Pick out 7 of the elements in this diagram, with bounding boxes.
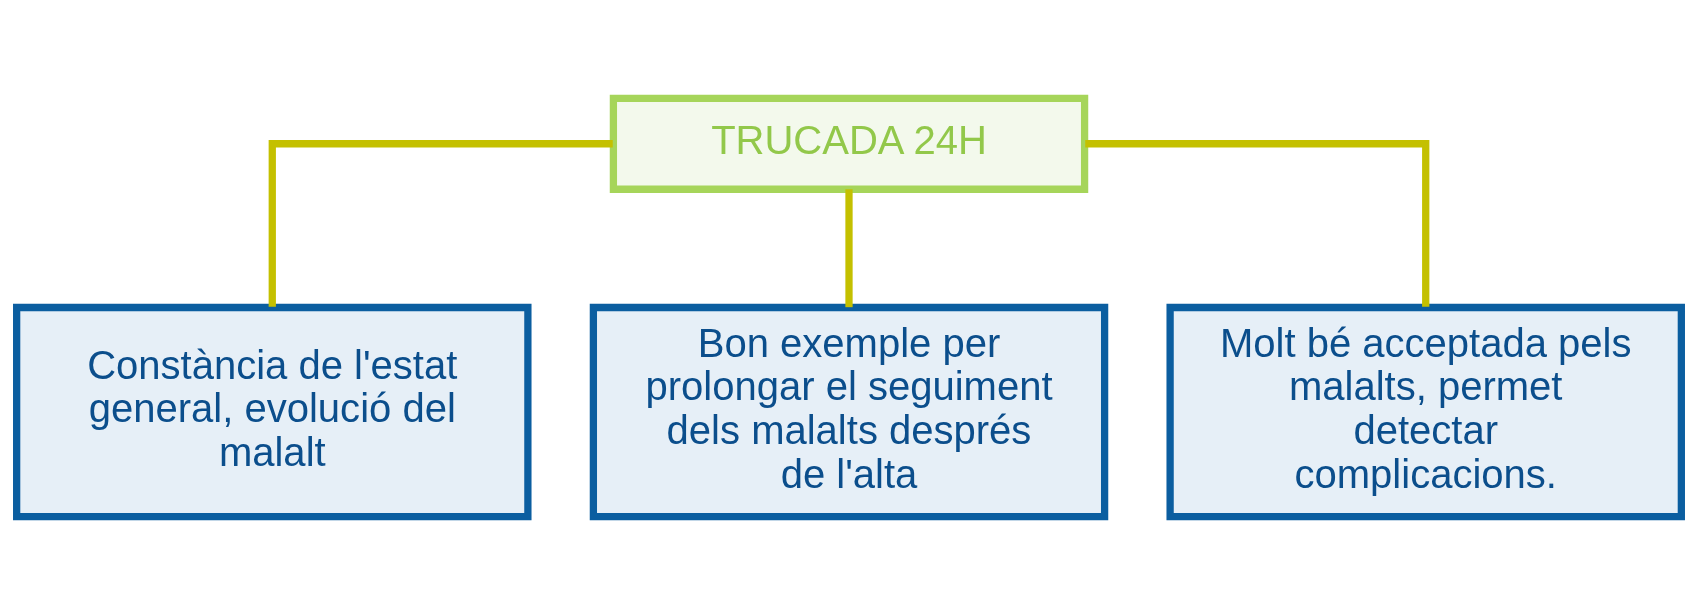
connector: [1085, 140, 1430, 307]
connector: [845, 189, 853, 308]
node-box: Bon exemple per prolongar el seguiment dels malalts després de l'alta: [589, 303, 1109, 521]
node-box: Constància de l'estat general, evolució del malalt: [13, 303, 532, 521]
node-box: Molt bé acceptada pels malalts, permet detectar complicacions.: [1166, 303, 1685, 521]
node-box: TRUCADA 24H: [609, 94, 1089, 193]
connector: [268, 140, 613, 307]
